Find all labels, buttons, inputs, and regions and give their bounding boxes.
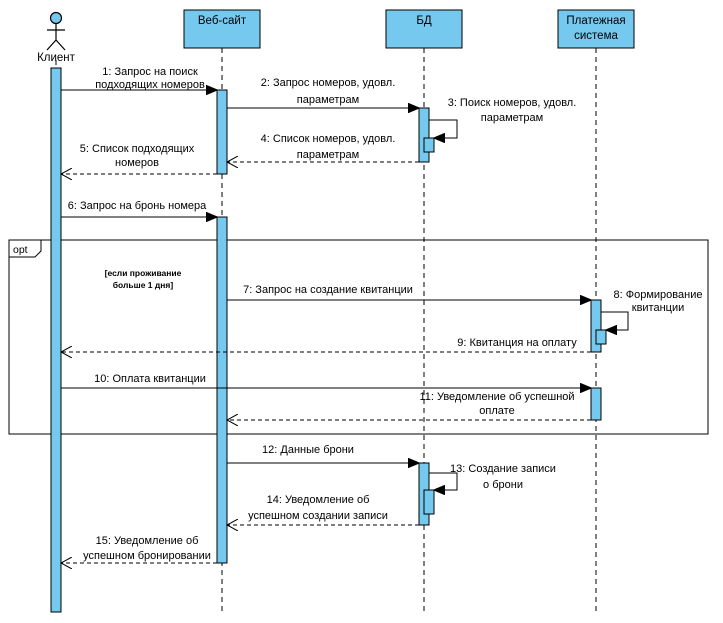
actor-icon bbox=[46, 11, 66, 51]
opt-fragment[interactable]: opt [если проживание больше 1 дня] bbox=[8, 239, 709, 435]
message-label: 1: Запрос на поиск bbox=[102, 66, 198, 78]
opt-tab bbox=[8, 239, 42, 258]
message-2[interactable]: 2: Запрос номеров, удовл. параметрам bbox=[227, 77, 419, 108]
participant-payment[interactable]: Платежная система bbox=[557, 9, 635, 49]
participant-db[interactable]: БД bbox=[385, 9, 463, 49]
message-12[interactable]: 12: Данные брони bbox=[227, 444, 419, 463]
message-5[interactable]: 5: Список подходящих номеров bbox=[61, 143, 217, 174]
activation-payment-2 bbox=[590, 387, 602, 421]
message-arrow bbox=[429, 119, 458, 138]
message-9[interactable]: 9: Квитанция на оплату bbox=[61, 337, 591, 352]
message-6[interactable]: 6: Запрос на бронь номера bbox=[61, 200, 217, 217]
message-label: 10: Оплата квитанции bbox=[94, 373, 206, 385]
activation-payment-1-nested bbox=[595, 329, 607, 345]
activation-website-1 bbox=[216, 89, 228, 175]
message-11[interactable]: 11: Уведомление об успешной оплате bbox=[227, 391, 591, 420]
message-label: успешном бронировании bbox=[83, 550, 211, 562]
participant-label: БД bbox=[416, 15, 432, 27]
message-8[interactable]: 8: Формирование квитанции bbox=[601, 289, 702, 330]
message-label: параметрам bbox=[297, 94, 359, 106]
opt-frame bbox=[8, 239, 709, 435]
message-14[interactable]: 14: Уведомление об успешном создании зап… bbox=[227, 494, 419, 525]
activation-db-1-nested bbox=[423, 137, 435, 153]
activation-payment-1 bbox=[590, 299, 602, 353]
message-label: о брони bbox=[483, 479, 523, 491]
opt-guard-line-2: больше 1 дня] bbox=[113, 280, 174, 290]
activation-website-2 bbox=[216, 216, 228, 564]
message-arrow bbox=[601, 311, 629, 330]
message-label: 12: Данные брони bbox=[262, 444, 354, 456]
message-1[interactable]: 1: Запрос на поиск подходящих номеров bbox=[61, 66, 217, 91]
message-label: 3: Поиск номеров, удовл. bbox=[448, 97, 577, 109]
activation-client bbox=[50, 67, 62, 613]
message-label: успешном создании записи bbox=[248, 510, 388, 522]
message-label: параметрам bbox=[481, 112, 543, 124]
participant-label: Клиент bbox=[37, 52, 76, 64]
participant-website[interactable]: Веб-сайт bbox=[183, 9, 261, 49]
message-label: 6: Запрос на бронь номера bbox=[68, 200, 207, 212]
message-label: 11: Уведомление об успешной bbox=[419, 391, 574, 403]
opt-operator: opt bbox=[13, 244, 28, 256]
message-label: 4: Список номеров, удовл. bbox=[261, 133, 396, 145]
message-label: 14: Уведомление об bbox=[267, 494, 370, 506]
message-label: 15: Уведомление об bbox=[96, 535, 199, 547]
participant-label-line-2: система bbox=[574, 30, 618, 42]
message-3[interactable]: 3: Поиск номеров, удовл. параметрам bbox=[429, 97, 576, 138]
message-label: параметрам bbox=[297, 149, 359, 161]
opt-guard-line-1: [если проживание bbox=[105, 268, 182, 278]
message-label: 13: Создание записи bbox=[450, 463, 556, 475]
message-label: номеров bbox=[115, 157, 159, 169]
message-label: подходящих номеров bbox=[95, 79, 205, 91]
message-label: оплате bbox=[479, 405, 514, 417]
participant-client[interactable]: Клиент bbox=[37, 11, 76, 65]
message-label: 5: Список подходящих bbox=[80, 143, 195, 155]
message-label: квитанции bbox=[632, 302, 685, 314]
message-10[interactable]: 10: Оплата квитанции bbox=[61, 373, 591, 388]
activation-db-2-nested bbox=[423, 489, 435, 515]
message-7[interactable]: 7: Запрос на создание квитанции bbox=[227, 284, 591, 300]
message-label: 8: Формирование bbox=[614, 289, 703, 301]
message-label: 2: Запрос номеров, удовл. bbox=[261, 77, 396, 89]
message-13[interactable]: 13: Создание записи о брони bbox=[429, 463, 556, 491]
participant-label-line-1: Платежная bbox=[566, 15, 625, 27]
message-label: 7: Запрос на создание квитанции bbox=[243, 284, 413, 296]
participant-label: Веб-сайт bbox=[198, 15, 247, 27]
activation-db-1 bbox=[418, 107, 430, 163]
message-4[interactable]: 4: Список номеров, удовл. параметрам bbox=[227, 133, 419, 162]
message-label: 9: Квитанция на оплату bbox=[457, 337, 577, 349]
message-15[interactable]: 15: Уведомление об успешном бронировании bbox=[61, 535, 217, 563]
message-arrow bbox=[429, 472, 458, 490]
